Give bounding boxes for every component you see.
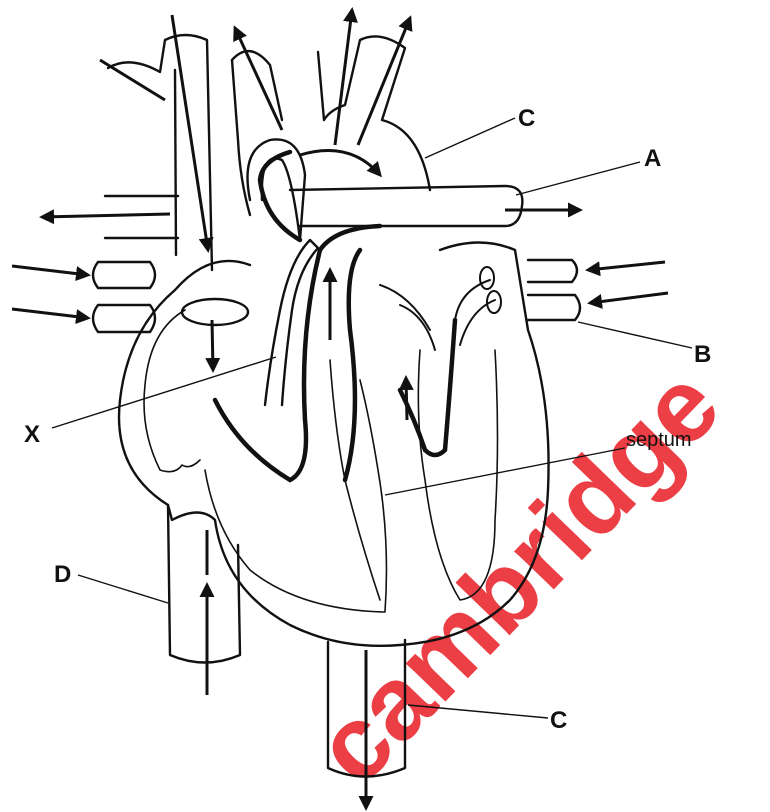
- pulmonary-vein-upper-right: [528, 260, 577, 282]
- pulmonary-artery-left: [105, 196, 178, 238]
- pulmonary-artery: [290, 186, 522, 226]
- leader-b: [578, 322, 692, 348]
- watermark: cambridge: [293, 347, 742, 806]
- aortic-arch: [232, 36, 430, 190]
- arrow-ra-down: [212, 320, 213, 370]
- leader-d: [78, 575, 168, 603]
- pulmonary-vein-upper-left: [93, 262, 155, 288]
- arrow-arch-curve: [300, 151, 380, 176]
- label-c-bottom: C: [550, 707, 567, 734]
- leader-c-top: [425, 118, 515, 158]
- pulmonary-vein-lower-right: [528, 295, 580, 320]
- inferior-vena-cava: [168, 505, 240, 663]
- right-atrium-wall: [144, 310, 200, 472]
- right-ventricle-wall: [205, 380, 386, 612]
- arrow-pv-right-lower: [590, 293, 668, 303]
- tricuspid-valve: [182, 299, 248, 325]
- vessel-x: [265, 240, 318, 405]
- arrow-lv-up: [406, 378, 407, 420]
- label-septum: septum: [626, 429, 692, 451]
- aorta-outline: [232, 60, 250, 215]
- label-b: B: [694, 341, 711, 368]
- flow-left-ventricle: [345, 250, 360, 480]
- arrow-pv-left-upper: [12, 266, 88, 275]
- arrow-svc-entry: [100, 60, 165, 100]
- mitral-valve: [380, 267, 501, 350]
- arrow-pv-left-lower: [12, 309, 88, 318]
- superior-vena-cava: [108, 35, 212, 270]
- label-x: X: [24, 421, 40, 448]
- label-a: A: [644, 145, 661, 172]
- arrow-aorta-mid: [335, 10, 352, 145]
- label-d: D: [54, 561, 71, 588]
- arrow-aorta-left: [235, 28, 282, 130]
- arrow-svc-down: [172, 15, 208, 250]
- flow-lv-apex: [400, 320, 455, 455]
- pulmonary-vein-lower-left: [93, 305, 155, 332]
- leader-x: [52, 357, 276, 428]
- watermark-text: cambridge: [293, 347, 742, 806]
- arrow-pv-right-upper: [588, 262, 665, 270]
- leader-a: [516, 162, 640, 195]
- arrow-pa-left: [42, 214, 170, 217]
- label-c-top: C: [518, 105, 535, 132]
